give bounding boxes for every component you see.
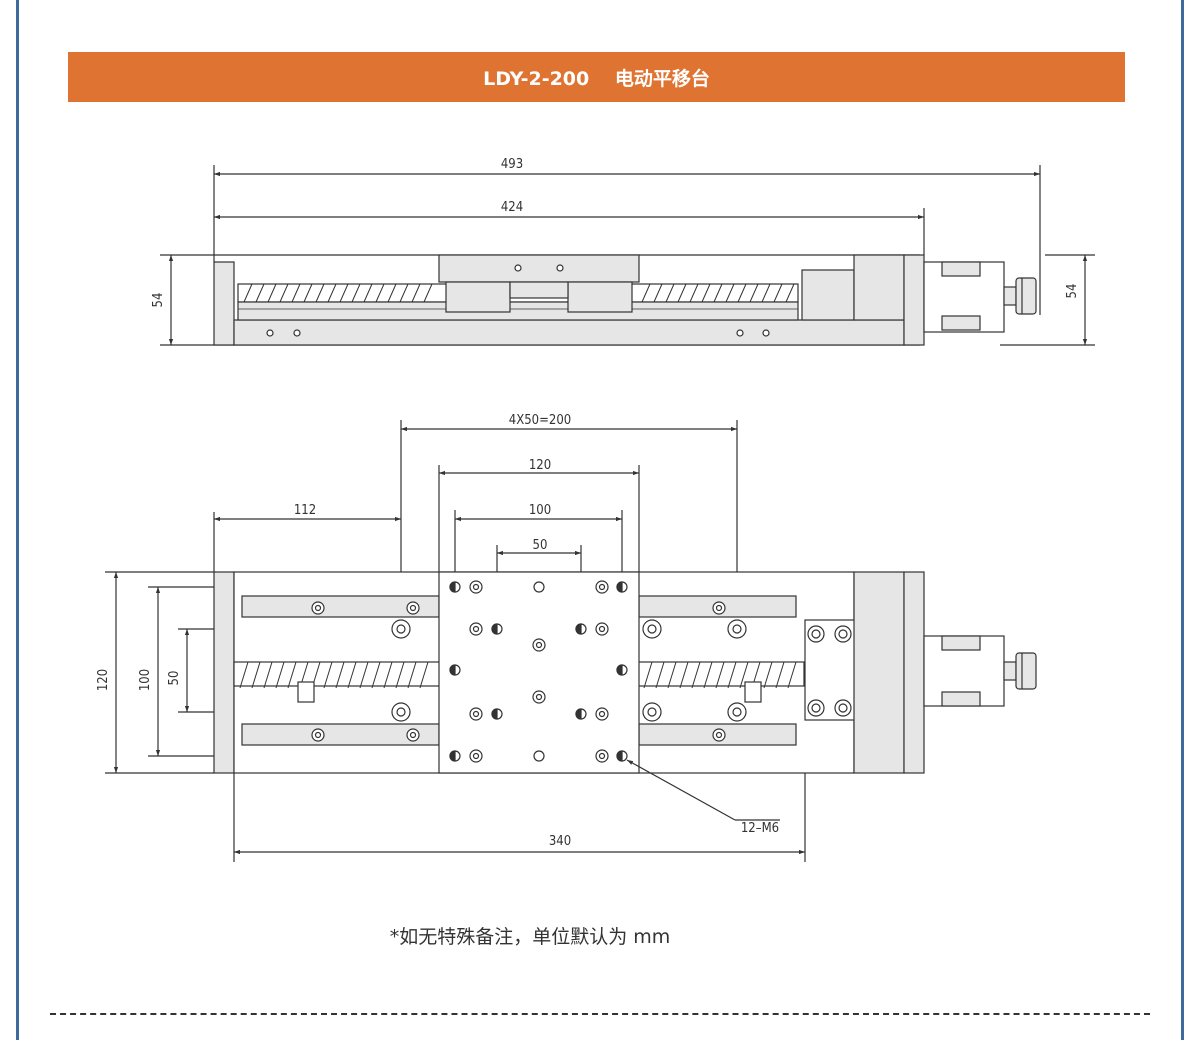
- mount-hole-counterbore: [409, 731, 417, 739]
- mount-hole: [762, 329, 770, 337]
- threaded-hole-fill: [616, 664, 623, 676]
- mount-hole-counterbore: [732, 707, 742, 717]
- right-border-line: [1181, 0, 1184, 1040]
- top-lead-screw-threads: [239, 661, 797, 689]
- base-body: [233, 319, 905, 346]
- mount-hole-counterbore: [472, 625, 480, 633]
- thread-callout-label: 12–M6: [741, 821, 779, 836]
- mount-hole-counterbore: [598, 625, 606, 633]
- mount-hole-counterbore: [647, 707, 657, 717]
- mount-hole-counterbore: [647, 624, 657, 634]
- limit-switch: [744, 681, 762, 703]
- mount-hole-counterbore: [314, 731, 322, 739]
- threaded-hole-fill: [449, 581, 456, 593]
- dim-424-label: 424: [501, 200, 523, 215]
- carriage-nut: [509, 281, 569, 299]
- top-view-labels: 4X50=200 120 100 50 112 120 100 50 340 1…: [96, 413, 779, 849]
- dashed-divider: [50, 1013, 1150, 1015]
- mount-hole-counterbore: [472, 583, 480, 591]
- top-left-end-plate: [213, 571, 235, 774]
- dim-120-left-label: 120: [96, 669, 111, 691]
- top-knob-shaft: [1003, 661, 1017, 681]
- mount-hole-counterbore: [838, 703, 848, 713]
- lead-screw-threads: [243, 283, 795, 303]
- top-motor-bolt: [941, 691, 981, 707]
- motor-block: [853, 254, 905, 321]
- dim-340-label: 340: [549, 834, 571, 849]
- title-banner: LDY-2-200 电动平移台: [68, 52, 1125, 102]
- knob: [1015, 277, 1037, 315]
- mounting-holes: [311, 580, 852, 763]
- mount-hole: [514, 264, 522, 272]
- threaded-hole-fill: [491, 623, 498, 635]
- dim-50-left-label: 50: [167, 671, 182, 686]
- carriage-block-left: [445, 281, 511, 313]
- mount-hole-counterbore: [314, 604, 322, 612]
- dim-100-top-label: 100: [529, 503, 551, 518]
- callout-leader: [626, 759, 736, 821]
- mount-hole-counterbore: [715, 604, 723, 612]
- left-border-line: [16, 0, 19, 1040]
- mount-hole: [556, 264, 564, 272]
- knob-shaft: [1003, 286, 1017, 306]
- mount-hole-counterbore: [396, 624, 406, 634]
- mount-hole-counterbore: [598, 710, 606, 718]
- top-knob: [1015, 652, 1037, 690]
- mount-hole-counterbore: [811, 629, 821, 639]
- top-motor-block: [853, 571, 905, 774]
- mount-hole: [533, 581, 545, 593]
- mount-hole: [533, 750, 545, 762]
- title-text: LDY-2-200 电动平移台: [483, 67, 710, 90]
- dim-120-top-label: 120: [529, 458, 551, 473]
- threaded-hole-fill: [575, 708, 582, 720]
- mount-hole-counterbore: [732, 624, 742, 634]
- dim-50-top-label: 50: [533, 538, 548, 553]
- threaded-hole-fill: [575, 623, 582, 635]
- dim-200-label: 4X50=200: [509, 413, 571, 428]
- mount-hole-counterbore: [535, 693, 543, 701]
- mount-hole: [266, 329, 274, 337]
- threaded-hole-fill: [449, 750, 456, 762]
- mount-hole-counterbore: [396, 707, 406, 717]
- mount-hole-counterbore: [472, 752, 480, 760]
- left-end-plate: [213, 261, 235, 346]
- carriage-plate: [438, 571, 640, 774]
- side-view: [160, 165, 1095, 346]
- top-right-end-plate: [903, 571, 925, 774]
- dim-54-right-label: 54: [1065, 284, 1080, 299]
- dim-493-label: 493: [501, 157, 523, 172]
- top-motor-bolt: [941, 635, 981, 651]
- right-end-plate: [903, 254, 925, 346]
- mount-hole-counterbore: [838, 629, 848, 639]
- mount-hole-counterbore: [535, 641, 543, 649]
- mount-hole-counterbore: [598, 583, 606, 591]
- mount-hole-counterbore: [472, 710, 480, 718]
- dim-100-left-label: 100: [138, 669, 153, 691]
- carriage-block-right: [567, 281, 633, 313]
- mount-hole: [293, 329, 301, 337]
- dim-54-left-label: 54: [151, 293, 166, 308]
- mount-hole-counterbore: [811, 703, 821, 713]
- limit-switch: [297, 681, 315, 703]
- threaded-hole-fill: [449, 664, 456, 676]
- carriage-top-plate: [438, 254, 640, 283]
- dim-112-label: 112: [294, 503, 316, 518]
- top-view: [105, 420, 1037, 862]
- threaded-hole-fill: [616, 750, 623, 762]
- coupling-housing: [801, 269, 855, 321]
- motor-bolt: [941, 315, 981, 331]
- mount-hole-counterbore: [598, 752, 606, 760]
- threaded-hole-fill: [616, 581, 623, 593]
- motor-bolt: [941, 261, 981, 277]
- side-view-labels: 493 424 54 54: [151, 157, 1080, 307]
- guide-rail: [237, 301, 799, 321]
- mount-hole-counterbore: [409, 604, 417, 612]
- mount-hole-counterbore: [715, 731, 723, 739]
- threaded-hole-fill: [491, 708, 498, 720]
- mount-hole: [736, 329, 744, 337]
- unit-note: *如无特殊备注，单位默认为 mm: [389, 926, 671, 948]
